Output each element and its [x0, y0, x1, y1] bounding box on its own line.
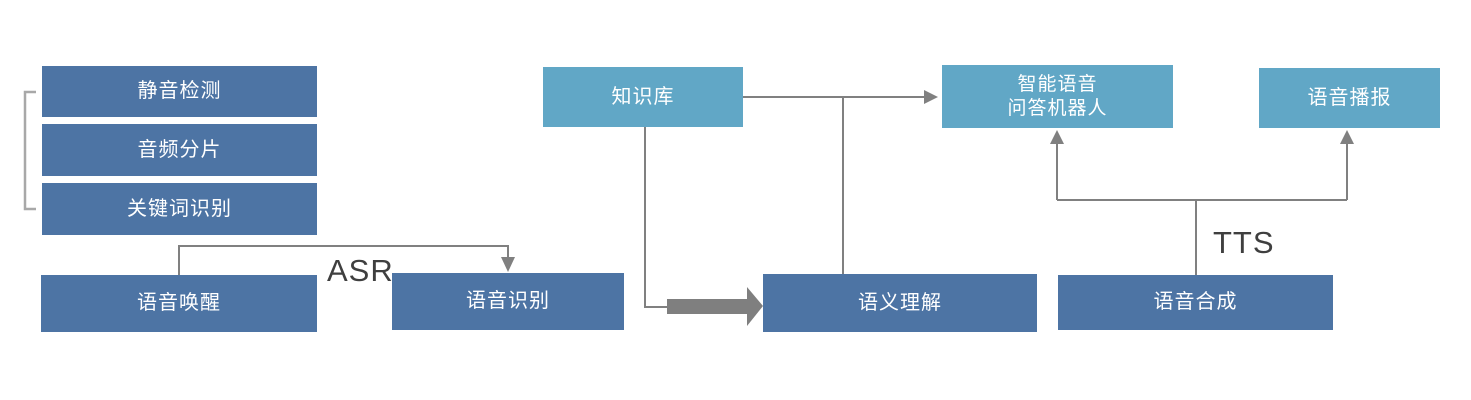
node-audio-segmentation: 音频分片: [42, 124, 317, 176]
group-bracket: [23, 90, 36, 211]
kb-to-robot-arrowhead-icon: [924, 90, 938, 104]
node-knowledge-base: 知识库: [543, 67, 743, 127]
tts-connector-tree: [1056, 142, 1348, 275]
asr-arrowhead-icon: [501, 257, 515, 272]
edge-label-tts: TTS: [1213, 225, 1275, 260]
thick-arrow-shaft: [667, 299, 748, 314]
node-keyword-recognition: 关键词识别: [42, 183, 317, 235]
node-speech-synthesis: 语音合成: [1058, 275, 1333, 330]
node-silence-detection: 静音检测: [42, 66, 317, 117]
node-semantic-understanding: 语义理解: [763, 274, 1037, 332]
kb-down-connector: [644, 127, 668, 308]
thick-arrow-head-icon: [747, 287, 763, 326]
node-speech-recognition: 语音识别: [392, 273, 624, 330]
tts-left-arrowhead-icon: [1050, 130, 1064, 144]
node-voice-broadcast: 语音播报: [1259, 68, 1440, 128]
tts-right-arrowhead-icon: [1340, 130, 1354, 144]
edge-label-asr: ASR: [327, 253, 394, 288]
node-voice-wakeup: 语音唤醒: [41, 275, 317, 332]
node-qa-robot: 智能语音 问答机器人: [942, 65, 1173, 128]
